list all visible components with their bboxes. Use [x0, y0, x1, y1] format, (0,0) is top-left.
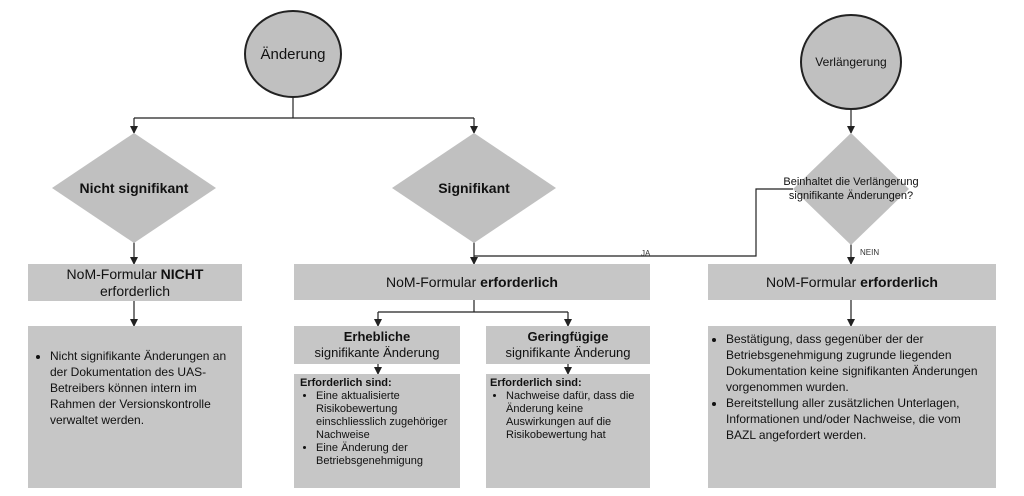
nom-box-middle: NoM-Formular erforderlich — [294, 264, 650, 300]
nom-mid-bold: erforderlich — [480, 274, 558, 290]
list-item: Bereitstellung aller zusätzlichen Unterl… — [726, 395, 982, 443]
nom-left-prefix: NoM-Formular — [66, 265, 161, 282]
diamond-signifikant — [392, 133, 556, 243]
beinhaltet-line-1: Beinhaltet die Verlängerung — [783, 176, 919, 188]
nom-right-line: NoM-Formular erforderlich — [766, 274, 938, 290]
aenderung-label: Änderung — [260, 45, 326, 63]
erhebliche-detail-heading: Erforderlich sind: — [300, 377, 392, 389]
diamond-nicht-signifikant — [52, 133, 216, 243]
nicht-signifikant-text: Nicht signifikant — [79, 180, 189, 196]
erhebliche-rest: signifikante Änderung — [314, 345, 440, 360]
signifikant-text: Signifikant — [438, 180, 510, 196]
nom-box-left: NoM-Formular NICHT erforderlich — [28, 264, 242, 301]
nom-mid-line: NoM-Formular erforderlich — [386, 274, 558, 290]
right-detail-list: Bestätigung, dass gegenüber der der Betr… — [710, 331, 982, 443]
edge-label-ja: JA — [641, 249, 650, 258]
nom-mid-prefix: NoM-Formular — [386, 274, 481, 290]
start-node-verlaengerung: Verlängerung — [800, 14, 902, 110]
beinhaltet-label: Beinhaltet die Verlängerung signifikante… — [768, 172, 934, 206]
left-detail-list: Nicht signifikante Änderungen an der Dok… — [34, 348, 228, 428]
nom-right-bold: erforderlich — [860, 274, 938, 290]
nom-right-prefix: NoM-Formular — [766, 274, 861, 290]
geringfuegige-detail-list: Nachweise dafür, dass die Änderung keine… — [490, 390, 640, 442]
diamond-beinhaltet — [793, 133, 909, 245]
nom-left-suffix: erforderlich — [99, 282, 171, 299]
ja-text: JA — [641, 249, 651, 258]
erhebliche-detail-list: Eine aktualisierte Risikobewertung einsc… — [300, 390, 452, 468]
start-node-aenderung: Änderung — [244, 10, 342, 98]
nom-left-bold: NICHT — [160, 265, 204, 282]
nein-text: NEIN — [860, 248, 880, 257]
erhebliche-box: Erhebliche signifikante Änderung — [294, 326, 460, 364]
nicht-signifikant-label: Nicht signifikant — [52, 176, 216, 200]
list-item: Bestätigung, dass gegenüber der der Betr… — [726, 331, 982, 395]
geringfuegige-bold: Geringfügige — [527, 329, 609, 344]
detail-box-left: Nicht signifikante Änderungen an der Dok… — [28, 326, 242, 488]
geringfuegige-detail-heading: Erforderlich sind: — [490, 377, 582, 389]
geringfuegige-box: Geringfügige signifikante Änderung — [486, 326, 650, 364]
nom-box-right: NoM-Formular erforderlich — [708, 264, 996, 300]
nom-left-line1: NoM-Formular NICHT — [67, 266, 204, 283]
list-item: Nicht signifikante Änderungen an der Dok… — [50, 348, 228, 428]
verlaengerung-label: Verlängerung — [815, 55, 887, 69]
geringfuegige-detail-box: Erforderlich sind: Nachweise dafür, dass… — [486, 374, 650, 488]
list-item: Eine aktualisierte Risikobewertung einsc… — [316, 390, 452, 442]
geringfuegige-rest: signifikante Änderung — [505, 345, 631, 360]
detail-box-right: Bestätigung, dass gegenüber der der Betr… — [708, 326, 996, 488]
list-item: Nachweise dafür, dass die Änderung keine… — [506, 390, 640, 442]
erhebliche-bold: Erhebliche — [343, 329, 411, 344]
edge-label-nein: NEIN — [860, 248, 879, 257]
list-item: Eine Änderung der Betriebsgenehmigung — [316, 442, 452, 468]
erhebliche-detail-box: Erforderlich sind: Eine aktualisierte Ri… — [294, 374, 460, 488]
signifikant-label: Signifikant — [392, 176, 556, 200]
beinhaltet-line-2: signifikante Änderungen? — [788, 190, 914, 202]
